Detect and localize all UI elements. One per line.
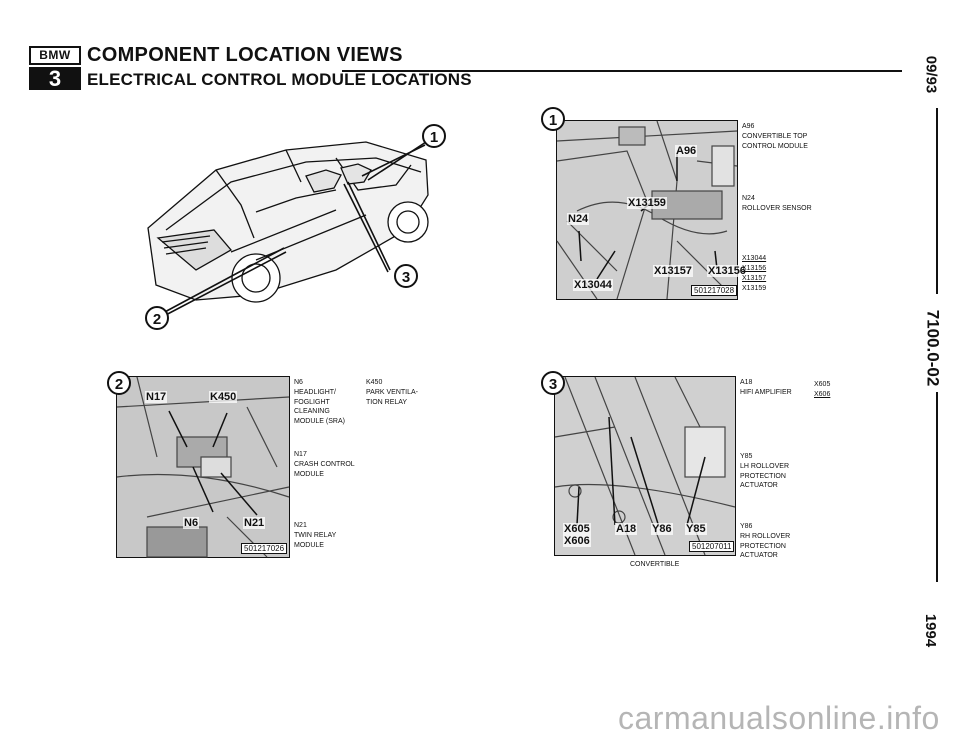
car-overview-drawing: 1 3 2 — [136, 120, 446, 335]
panel1-label-x13159: X13159 — [627, 197, 667, 209]
panel1-callout: 1 — [541, 107, 565, 131]
panel1-label-n24: N24 — [567, 213, 590, 225]
panel2-legend-n6-desc: HEADLIGHT/ FOGLIGHT CLEANING MODULE (SRA… — [294, 389, 345, 425]
panel2-legend-n6-code: N6 — [294, 379, 303, 386]
page-title: COMPONENT LOCATION VIEWS — [87, 44, 403, 66]
watermark: carmanualsonline.info — [618, 700, 940, 736]
panel2-legend-n21-desc: TWIN RELAY MODULE — [294, 532, 337, 549]
panel3-label-x605: X605 — [563, 523, 591, 535]
panel2-ref-number: 501217026 — [241, 543, 288, 554]
side-date: 09/93 — [922, 55, 940, 94]
panel3-legend-y86-code: Y86 — [740, 523, 753, 530]
panel2-label-n6: N6 — [183, 517, 200, 529]
panel1-photo: 1 A96 X13159 N24 X13157 X13156 X13044 50… — [541, 107, 747, 300]
panel3-legend-y85-desc: LH ROLLOVER PROTECTION ACTUATOR — [740, 463, 790, 489]
panel2-legend-n17-code: N17 — [294, 451, 307, 458]
panel2-legend-k450-desc: PARK VENTILA- TION RELAY — [366, 389, 418, 406]
panel1-legend-x13044: X13044 — [742, 255, 767, 262]
panel2-label-n21: N21 — [243, 517, 266, 529]
panel2-callout: 2 — [107, 371, 131, 395]
header-rule — [342, 70, 902, 72]
panel3-legend-x606: X606 — [814, 391, 831, 398]
side-rule-top — [936, 108, 938, 294]
panel1-label-x13156: X13156 — [707, 265, 747, 277]
panel2-label-n17: N17 — [145, 391, 168, 403]
panel1-legend-n24-desc: ROLLOVER SENSOR — [742, 205, 812, 212]
panel3-caption: CONVERTIBLE — [630, 561, 680, 568]
panel3-label-y86: Y86 — [651, 523, 673, 535]
panel1-legend-x13159: X13159 — [742, 285, 767, 292]
panel2-legend-n17-desc: CRASH CONTROL MODULE — [294, 461, 355, 478]
car-callout-1: 1 — [422, 124, 446, 148]
panel3-legend-y85-code: Y85 — [740, 453, 753, 460]
panel1-legend-x13156: X13156 — [742, 265, 767, 272]
panel3-label-x606: X606 — [563, 535, 591, 547]
logo-bmw-text: BMW — [29, 46, 81, 65]
side-rule-middle — [936, 392, 938, 582]
panel3-ref-number: 501207011 — [689, 541, 735, 552]
panel1-label-x13157: X13157 — [653, 265, 693, 277]
page-subtitle: ELECTRICAL CONTROL MODULE LOCATIONS — [87, 70, 472, 89]
panel3-callout: 3 — [541, 371, 565, 395]
panel1-legend-x13157: X13157 — [742, 275, 767, 282]
panel3-legend-a18-desc: HIFI AMPLIFIER — [740, 389, 792, 396]
panel2-legend-n21-code: N21 — [294, 522, 307, 529]
panel1-legend-a96-code: A96 — [742, 123, 755, 130]
convertible-car-illustration — [147, 141, 429, 319]
panel3-legend-x605: X605 — [814, 381, 831, 388]
logo-series-number: 3 — [29, 67, 81, 90]
panel3-photo: 3 X605 X606 A18 Y86 Y85 501207011 — [541, 371, 736, 556]
side-section-number: 7100.0-02 — [923, 309, 943, 387]
panel3-label-a18: A18 — [615, 523, 638, 535]
panel2-label-k450: K450 — [209, 391, 238, 403]
panel1-legend-n24-code: N24 — [742, 195, 755, 202]
panel1-legend-a96-desc: CONVERTIBLE TOP CONTROL MODULE — [742, 133, 808, 150]
panel2-legend-k450-code: K450 — [366, 379, 383, 386]
panel1-label-a96: A96 — [675, 145, 698, 157]
car-callout-3: 3 — [394, 264, 418, 288]
car-callout-2: 2 — [145, 306, 169, 330]
panel1-ref-number: 501217028 — [691, 285, 738, 296]
panel3-legend-y86-desc: RH ROLLOVER PROTECTION ACTUATOR — [740, 533, 791, 559]
panel1-label-x13044: X13044 — [573, 279, 613, 291]
side-year: 1994 — [922, 613, 940, 648]
panel2-photo: 2 N17 K450 N6 N21 501217026 — [107, 371, 290, 558]
panel3-label-y85: Y85 — [685, 523, 707, 535]
panel2-photo-drawing — [116, 376, 290, 558]
panel3-legend-a18-code: A18 — [740, 379, 753, 386]
bmw-logo: BMW 3 — [29, 46, 81, 90]
